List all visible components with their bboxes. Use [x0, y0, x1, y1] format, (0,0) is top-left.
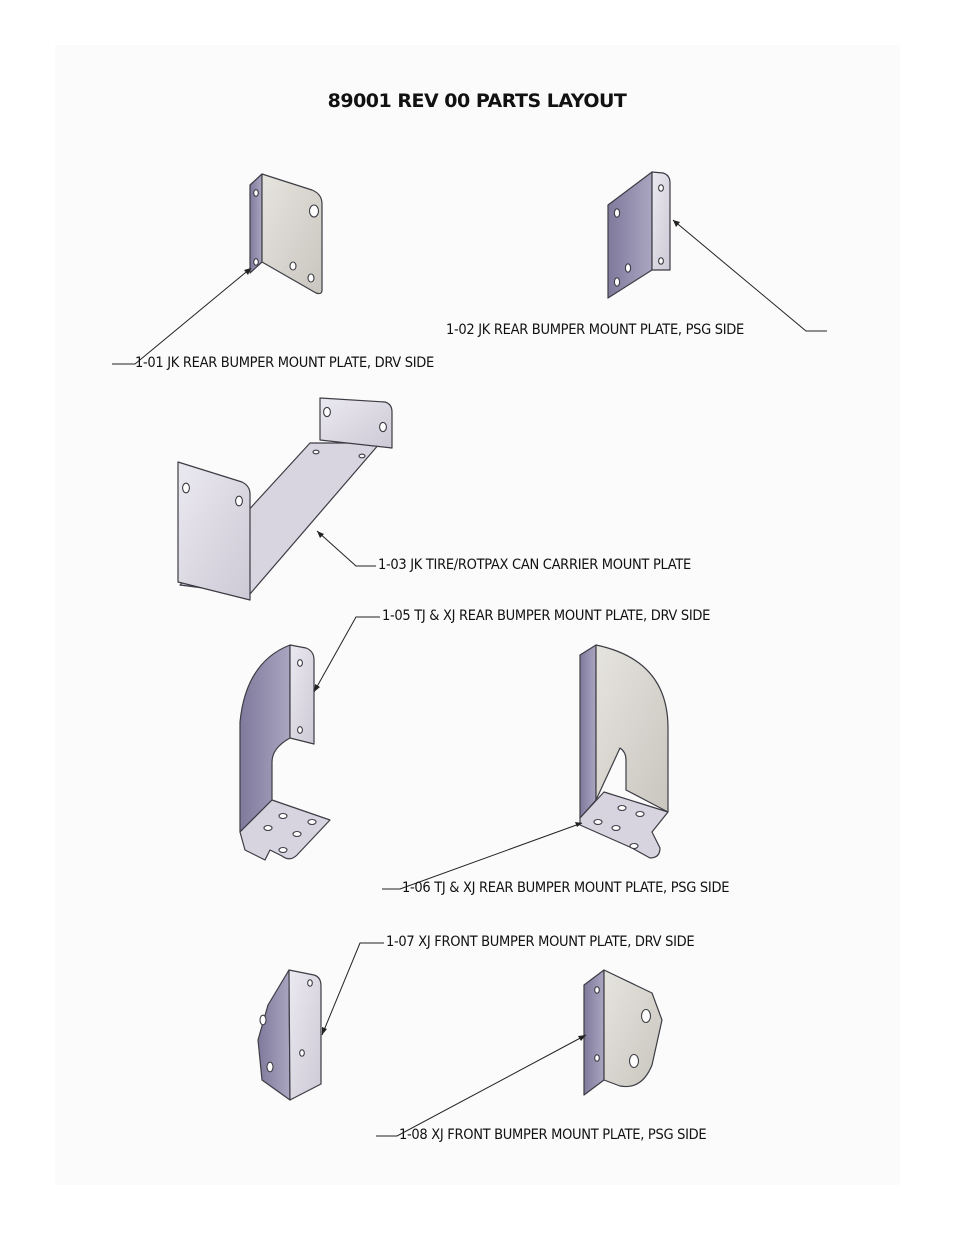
leader-line-1-03 — [316, 530, 376, 567]
label-1-07: 1-07 XJ FRONT BUMPER MOUNT PLATE, DRV SI… — [386, 934, 695, 950]
leader-line-1-05 — [313, 616, 380, 693]
drawing-sheet — [55, 45, 900, 1185]
part-1-07-plate — [257, 969, 322, 1101]
label-1-05: 1-05 TJ & XJ REAR BUMPER MOUNT PLATE, DR… — [382, 608, 711, 624]
label-1-01: 1-01 JK REAR BUMPER MOUNT PLATE, DRV SID… — [135, 355, 434, 371]
part-1-02-plate — [607, 171, 671, 299]
leader-line-1-08 — [376, 1034, 587, 1137]
label-1-03: 1-03 JK TIRE/ROTPAX CAN CARRIER MOUNT PL… — [378, 557, 691, 573]
part-1-08-plate — [583, 969, 663, 1096]
part-1-03-plate — [177, 397, 393, 601]
leader-line-1-07 — [321, 942, 384, 1036]
part-1-05-plate — [239, 644, 331, 861]
leader-line-1-06 — [382, 822, 583, 890]
part-1-06-plate — [579, 644, 669, 859]
label-1-08: 1-08 XJ FRONT BUMPER MOUNT PLATE, PSG SI… — [399, 1127, 707, 1143]
leader-line-1-02 — [672, 219, 827, 332]
leader-line-1-01 — [112, 267, 252, 365]
page-title: 89001 REV 00 PARTS LAYOUT — [327, 90, 627, 112]
part-1-01-plate — [249, 173, 323, 295]
label-1-06: 1-06 TJ & XJ REAR BUMPER MOUNT PLATE, PS… — [402, 880, 730, 896]
label-1-02: 1-02 JK REAR BUMPER MOUNT PLATE, PSG SID… — [446, 322, 744, 338]
